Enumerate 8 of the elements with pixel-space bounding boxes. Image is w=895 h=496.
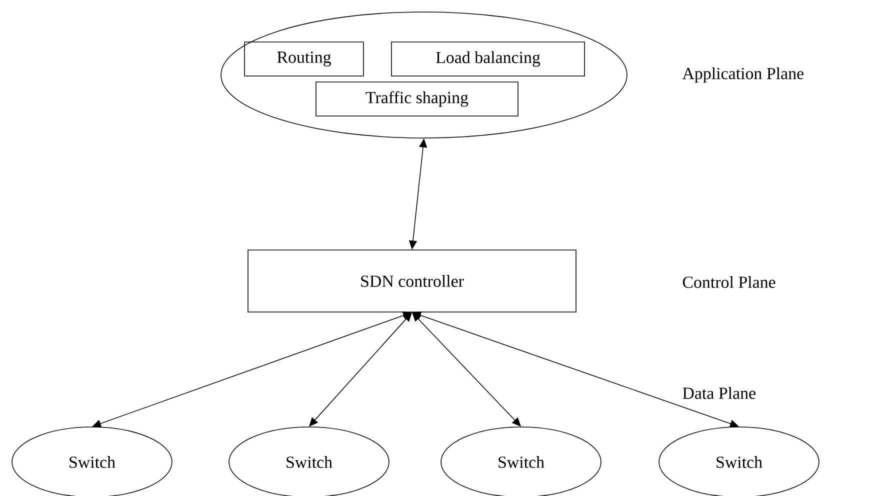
controller-box: SDN controller — [248, 250, 576, 312]
plane-label: Application Plane — [682, 67, 804, 83]
plane-label: Control Plane — [682, 276, 776, 288]
function-box: Routing — [244, 42, 364, 76]
function-box: Traffic shaping — [316, 82, 518, 116]
plane-label: Data Plane — [682, 387, 756, 399]
application-ellipse — [220, 12, 628, 138]
function-box: Load balancing — [391, 42, 585, 76]
